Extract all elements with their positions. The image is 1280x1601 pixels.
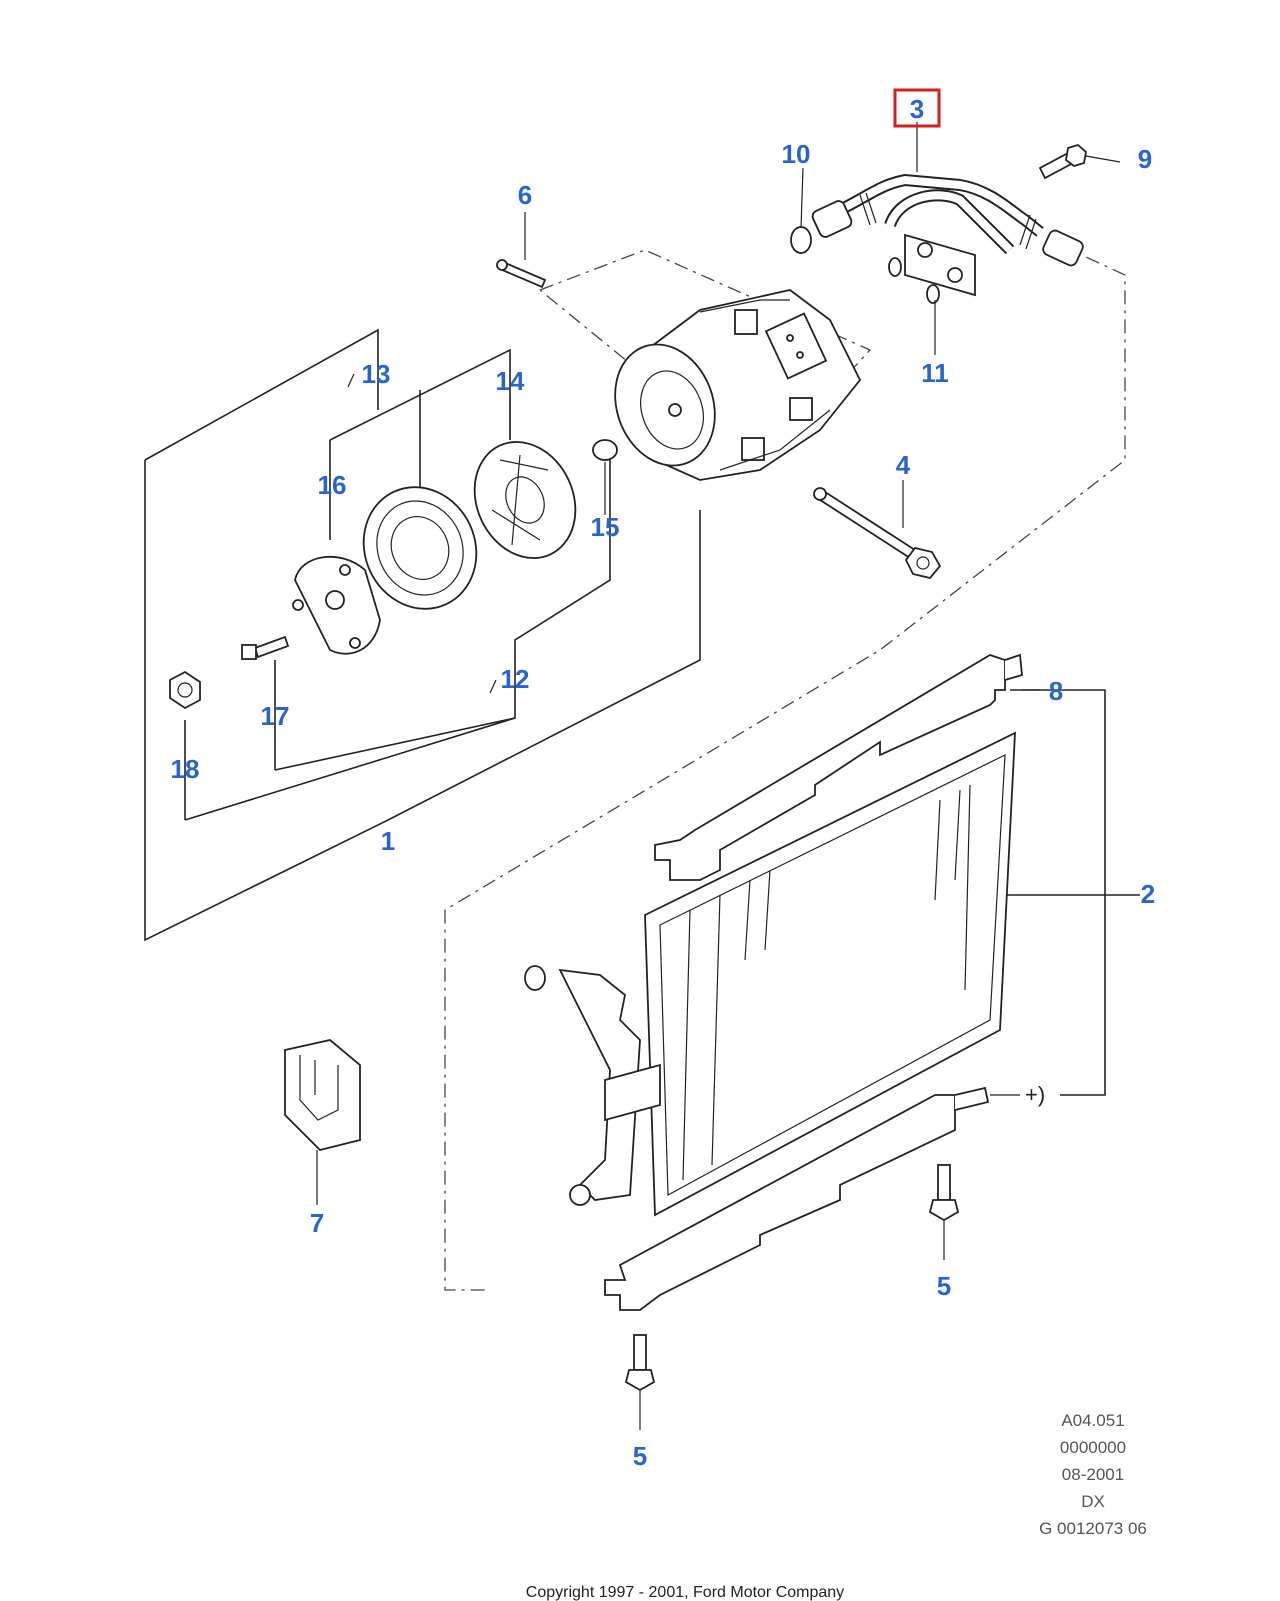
callout-14: 14 — [496, 366, 525, 396]
callouts: 3 9 10 6 11 13 14 4 16 15 12 8 17 18 1 2… — [171, 94, 1156, 1471]
compressor — [614, 289, 862, 481]
bolt-9 — [1038, 143, 1121, 180]
callout-10: 10 — [782, 139, 811, 169]
callout-1: 1 — [381, 826, 395, 856]
meta-line-3: 08-2001 — [1062, 1465, 1124, 1484]
slash-marks — [347, 373, 497, 694]
o-rings — [790, 226, 940, 304]
callout-17: 17 — [261, 701, 290, 731]
callout-15: 15 — [591, 512, 620, 542]
bolts-5 — [624, 1164, 960, 1392]
meta-block: A04.051 0000000 08-2001 DX G 0012073 06 — [1039, 1411, 1147, 1538]
plus-marker: +) — [1025, 1082, 1045, 1107]
meta-line-5: G 0012073 06 — [1039, 1519, 1147, 1538]
hose-assembly-3 — [811, 173, 1084, 297]
callout-5-bottom: 5 — [633, 1441, 647, 1471]
pin-6 — [496, 259, 547, 289]
callout-5-right: 5 — [937, 1271, 951, 1301]
callout-7: 7 — [310, 1208, 324, 1238]
callout-3-highlight — [893, 88, 941, 128]
callout-16: 16 — [318, 470, 347, 500]
callout-6: 6 — [518, 180, 532, 210]
callout-18: 18 — [171, 754, 200, 784]
bracket-lines — [144, 328, 1140, 1096]
callout-12: 12 — [501, 664, 530, 694]
clip-7 — [284, 1039, 361, 1151]
meta-line-4: DX — [1081, 1492, 1105, 1511]
callout-9: 9 — [1138, 144, 1152, 174]
condenser-2 — [524, 731, 1016, 1217]
bracket-bottom — [604, 1086, 990, 1311]
callout-3: 3 — [910, 94, 924, 124]
meta-line-2: 0000000 — [1060, 1438, 1126, 1457]
bracket-8 — [654, 653, 1023, 881]
callout-2: 2 — [1141, 879, 1155, 909]
callout-11: 11 — [921, 358, 949, 388]
copyright-text: Copyright 1997 - 2001, Ford Motor Compan… — [526, 1584, 844, 1601]
callout-13: 13 — [362, 359, 391, 389]
callout-8: 8 — [1049, 676, 1063, 706]
bolt-4 — [813, 487, 942, 580]
leader-lines — [316, 122, 1040, 1430]
clutch-parts — [169, 439, 618, 710]
callout-4: 4 — [896, 450, 911, 480]
meta-line-1: A04.051 — [1061, 1411, 1124, 1430]
